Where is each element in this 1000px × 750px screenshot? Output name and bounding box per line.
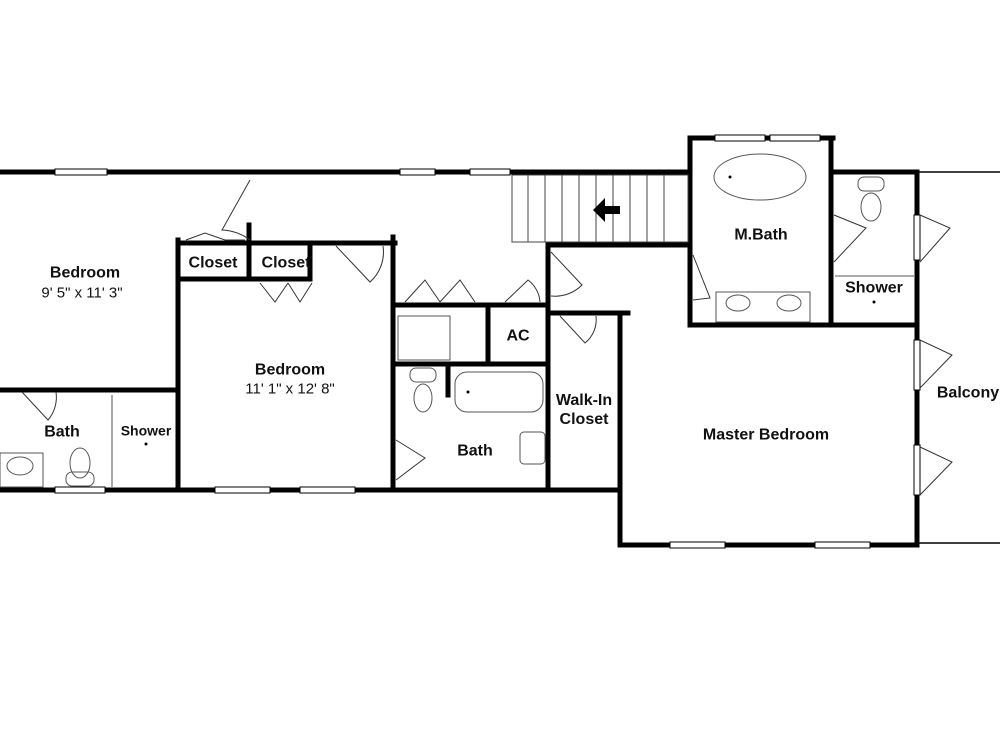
fixtures [0,153,914,488]
bathtub [454,371,544,413]
balcony-outline [917,171,1000,544]
mbath-vanity [715,291,811,323]
room-label-bedroom-2: Bedroom [254,361,326,379]
room-label-bedroom-1: Bedroom [49,264,121,282]
fixture-dots [144,175,876,446]
room-label-ac: AC [506,327,530,345]
walls [0,135,920,548]
toilet-bath2 [413,383,433,413]
room-size-bedroom-1: 9' 5" x 11' 3" [41,284,123,302]
toilet-mbath [860,192,882,222]
room-label-master-bath: M.Bath [734,226,788,244]
room-label-bath-2: Bath [457,442,493,460]
doors [21,179,953,496]
room-label-master-bedroom: Master Bedroom [702,426,830,444]
room-label-shower-1: Shower [120,422,172,439]
bathtub-oval [713,153,807,201]
room-label-balcony: Balcony [936,384,1000,402]
room-label-shower-2: Shower [845,279,903,297]
room-label-walk-in-closet: Walk-In Closet [555,392,613,428]
room-label-bath-1: Bath [44,423,80,441]
room-size-bedroom-2: 11' 1" x 12' 8" [245,380,335,398]
windows [54,134,921,549]
toilet-bath1 [69,447,91,479]
stair-arrow-icon [593,198,620,222]
room-label-closet-1: Closet [188,254,238,272]
room-label-closet-2: Closet [261,254,311,272]
